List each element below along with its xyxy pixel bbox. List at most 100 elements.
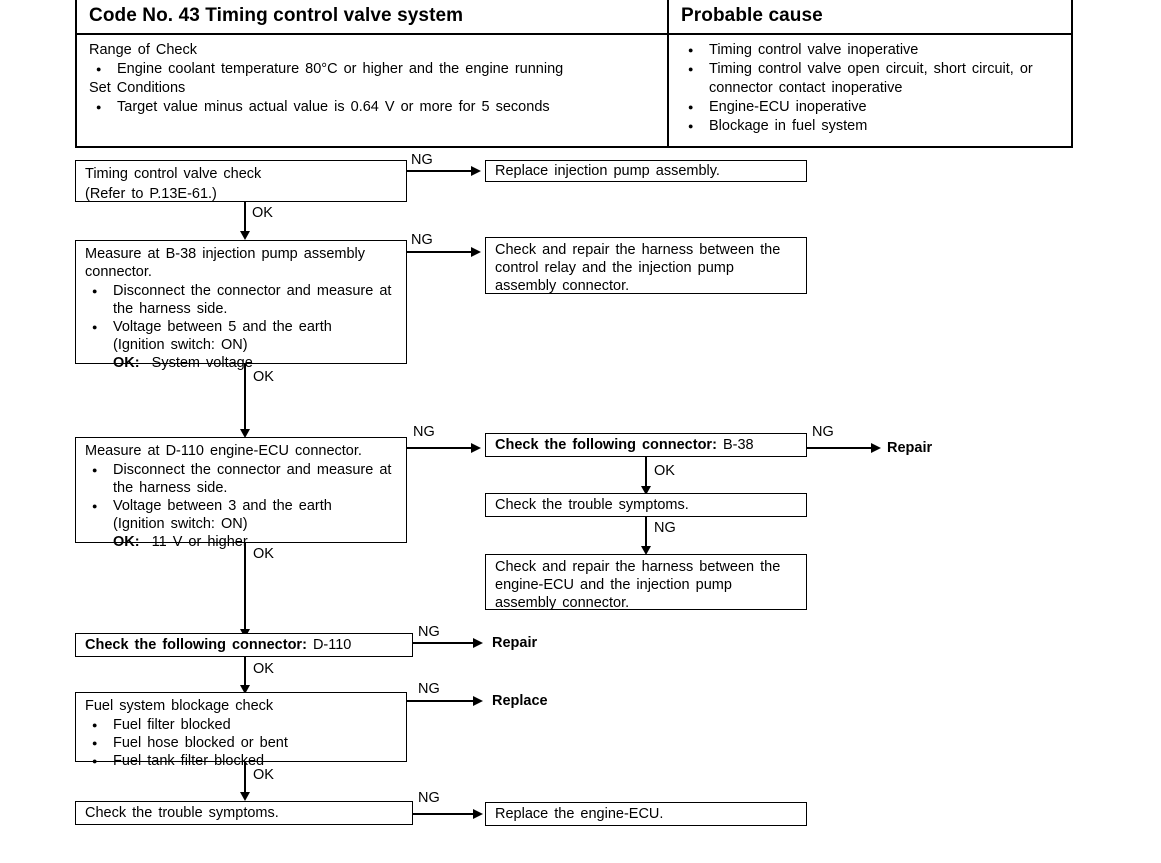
- step3-ok-label: OK:: [113, 534, 140, 550]
- box-check-trouble-symptoms-mid: Check the trouble symptoms.: [485, 493, 807, 517]
- step2-ok-arrow-icon: [240, 429, 250, 438]
- box-repair-harness-control-relay: Check and repair the harness between the…: [485, 237, 807, 294]
- box-check-connector-d110: Check the following connector: D-110: [75, 633, 413, 657]
- step3-ok-connector-line: [244, 543, 246, 631]
- step2-ng-arrow-icon: [471, 246, 481, 257]
- step2-ng-connector-line: [407, 251, 473, 253]
- box-check-connector-b38: Check the following connector: B-38: [485, 433, 807, 457]
- step2-ng-label: NG: [411, 232, 433, 248]
- step1-ng-label: NG: [411, 152, 433, 168]
- b38-ng-arrow-icon: [871, 442, 881, 453]
- step3-ng-box-text: Check the following connector: B-38: [486, 434, 806, 459]
- mid-symptoms-ng-arrow-icon: [641, 546, 651, 555]
- step3-ng-label: NG: [413, 424, 435, 440]
- step6-ng-label: NG: [418, 790, 440, 806]
- check-connector-b38-value: B-38: [722, 437, 754, 453]
- check-connector-d110-value: D-110: [312, 637, 352, 653]
- terminal-repair-d110: Repair: [492, 635, 538, 651]
- list-item: Disconnect the connector and measure at …: [85, 282, 406, 318]
- range-conditions-cell: Range of Check Engine coolant temperatur…: [77, 35, 669, 146]
- step1-line2: (Refer to P.13E-61.): [85, 186, 217, 202]
- step3-ok-result: OK: 11 V or higher: [76, 533, 406, 551]
- probable-cause-title: Probable cause: [681, 5, 823, 26]
- list-item: Disconnect the connector and measure at …: [85, 461, 406, 497]
- mid-symptoms-ng-connector-line: [645, 517, 647, 548]
- list-item: Fuel filter blocked: [85, 716, 406, 734]
- step4-ok-label: OK: [253, 661, 274, 677]
- b38-ok-label: OK: [654, 463, 675, 479]
- list-item: Voltage between 5 and the earth: [85, 318, 406, 336]
- step2-ok-label: OK: [253, 369, 274, 385]
- step2-bullets: Disconnect the connector and measure at …: [76, 282, 406, 336]
- step6-ng-box-text: Replace the engine-ECU.: [495, 806, 664, 822]
- header-title-row: Code No. 43 Timing control valve system …: [77, 0, 1071, 35]
- box-replace-injection-pump-assembly: Replace injection pump assembly.: [485, 160, 807, 182]
- code-title: Code No. 43 Timing control valve system: [89, 5, 464, 26]
- list-item: Fuel tank filter blocked: [85, 752, 406, 770]
- box-check-trouble-symptoms-bottom: Check the trouble symptoms.: [75, 801, 413, 825]
- step2-sub-ignition: (Ignition switch: ON): [113, 337, 248, 353]
- header-table: Code No. 43 Timing control valve system …: [75, 0, 1073, 148]
- check-connector-d110-label: Check the following connector:: [85, 637, 307, 653]
- list-item: Fuel hose blocked or bent: [85, 734, 406, 752]
- step1-ok-connector-line: [244, 202, 246, 233]
- probable-cause-list: Timing control valve inoperative Timing …: [681, 41, 1071, 136]
- step1-ok-label: OK: [252, 205, 273, 221]
- range-of-check-label: Range of Check: [89, 42, 197, 58]
- step3-ng-arrow-icon: [471, 442, 481, 453]
- step4-ng-label: NG: [418, 624, 440, 640]
- b38-ok-arrow-icon: [641, 486, 651, 495]
- mid-symptoms-ng-label: NG: [654, 520, 676, 536]
- step4-ok-connector-line: [244, 657, 246, 687]
- box-repair-harness-engine-ecu: Check and repair the harness between the…: [485, 554, 807, 611]
- step5-ng-connector-line: [407, 700, 475, 702]
- step1-ok-arrow-icon: [240, 231, 250, 240]
- step3-ok-value: 11 V or higher: [151, 534, 248, 550]
- step4-ng-connector-line: [413, 642, 475, 644]
- header-body-row: Range of Check Engine coolant temperatur…: [77, 35, 1071, 146]
- step6-text: Check the trouble symptoms.: [85, 805, 279, 821]
- b38-ng-connector-line: [807, 447, 873, 449]
- check-symptoms-mid-text: Check the trouble symptoms.: [495, 497, 689, 513]
- step3-ng-connector-line: [407, 447, 473, 449]
- list-item: Engine-ECU inoperative: [681, 98, 1071, 117]
- cause-title-cell: Probable cause: [669, 0, 1071, 33]
- step5-ok-connector-line: [244, 762, 246, 794]
- step1-ng-connector-line: [407, 170, 473, 172]
- set-conditions-list: Target value minus actual value is 0.64 …: [89, 98, 667, 117]
- step6-ng-arrow-icon: [473, 808, 483, 819]
- step5-title: Fuel system blockage check: [85, 698, 274, 714]
- step3-sub-ignition: (Ignition switch: ON): [113, 516, 248, 532]
- step1-ng-arrow-icon: [471, 165, 481, 176]
- step4-ok-arrow-icon: [240, 685, 250, 694]
- terminal-repair-b38: Repair: [887, 440, 933, 456]
- step6-ng-connector-line: [413, 813, 475, 815]
- list-item: Engine coolant temperature 80°C or highe…: [89, 60, 667, 79]
- step3-ok-label: OK: [253, 546, 274, 562]
- list-item: Timing control valve inoperative: [681, 41, 1071, 60]
- step5-ng-label: NG: [418, 681, 440, 697]
- list-item: Target value minus actual value is 0.64 …: [89, 98, 667, 117]
- step4-ng-arrow-icon: [473, 637, 483, 648]
- step2-ok-value: System voltage: [151, 355, 253, 371]
- check-connector-d110-text: Check the following connector: D-110: [76, 634, 412, 659]
- step2-ng-box-text: Check and repair the harness between the…: [495, 242, 781, 294]
- b38-ok-connector-line: [645, 457, 647, 488]
- probable-cause-cell: Timing control valve inoperative Timing …: [669, 35, 1071, 146]
- step2-line2: connector.: [85, 264, 152, 280]
- check-connector-b38-label: Check the following connector:: [495, 437, 717, 453]
- step-timing-control-valve-check: Timing control valve check (Refer to P.1…: [75, 160, 407, 202]
- list-item: Voltage between 3 and the earth: [85, 497, 406, 515]
- harness-ecu-box-text: Check and repair the harness between the…: [495, 559, 781, 611]
- step5-ok-arrow-icon: [240, 792, 250, 801]
- step3-bullets: Disconnect the connector and measure at …: [76, 461, 406, 515]
- step2-line1: Measure at B-38 injection pump assembly: [85, 246, 365, 262]
- list-item: Timing control valve open circuit, short…: [681, 60, 1071, 98]
- step2-ok-label: OK:: [113, 355, 140, 371]
- step5-bullets: Fuel filter blocked Fuel hose blocked or…: [76, 716, 406, 770]
- range-of-check-list: Engine coolant temperature 80°C or highe…: [89, 60, 667, 79]
- step5-ng-arrow-icon: [473, 695, 483, 706]
- box-replace-engine-ecu: Replace the engine-ECU.: [485, 802, 807, 826]
- step-measure-d110-connector: Measure at D-110 engine-ECU connector. D…: [75, 437, 407, 550]
